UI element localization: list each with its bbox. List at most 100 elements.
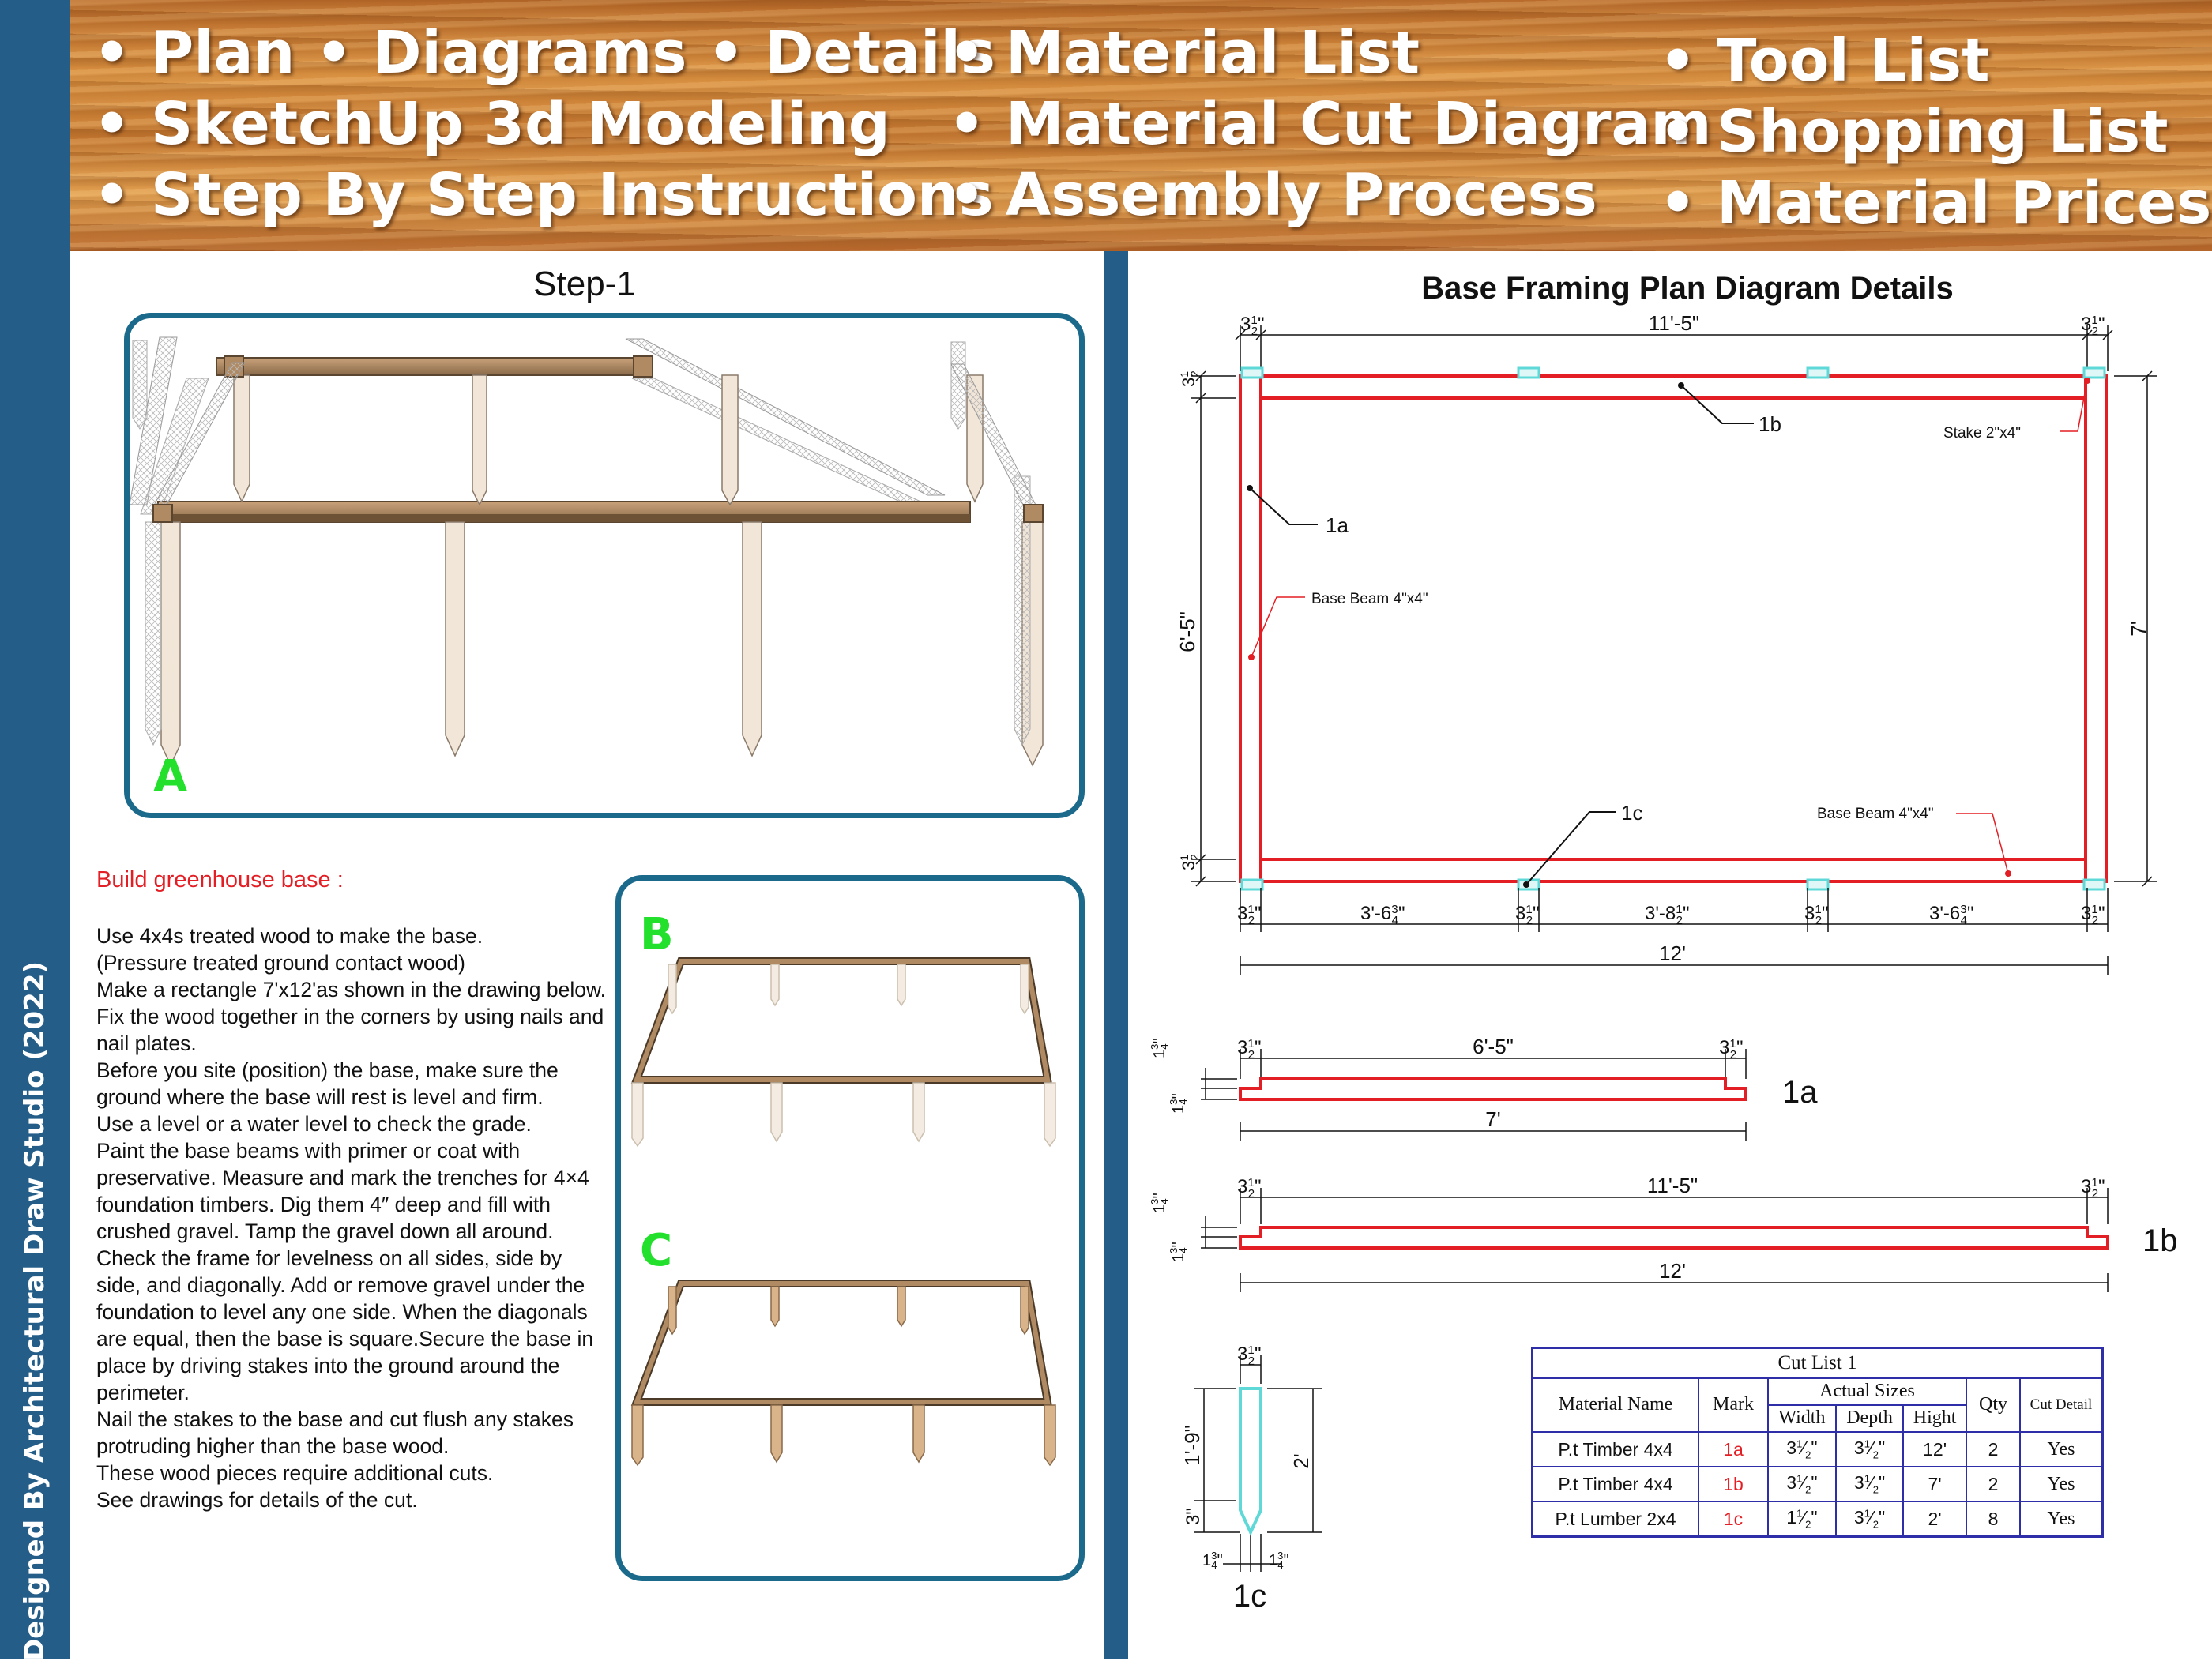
cell-depth: 31⁄2" — [1834, 1501, 1905, 1538]
banner-column-1: • Plan • Diagrams • Details • SketchUp 3… — [93, 17, 995, 231]
instruction-line: (Pressure treated ground contact wood) — [96, 951, 465, 975]
cell-cut-detail: Yes — [2019, 1501, 2104, 1538]
base-frame-outline — [1239, 374, 2108, 883]
banner-item: • Tool List — [1659, 27, 1990, 95]
sidebar: Designed By Architectural Draw Studio (2… — [0, 0, 70, 1661]
base-render-bc — [630, 957, 1056, 1467]
part-1a-shape — [1239, 1077, 1747, 1101]
cut-list-title: Cut List 1 — [1531, 1347, 2104, 1379]
banner-item: • SketchUp 3d Modeling — [93, 90, 890, 158]
instruction-line: Fix the wood together in the corners by … — [96, 1005, 604, 1055]
header-height: Hight — [1902, 1404, 1967, 1433]
instruction-line: Use a level or a water level to check th… — [96, 1112, 532, 1136]
part-1b-tag: 1b — [2142, 1223, 2178, 1258]
step-title: Step-1 — [533, 265, 636, 303]
stake-markers — [1240, 366, 2106, 891]
label-stake: Stake 2"x4" — [1943, 425, 2021, 442]
dim-left-bottom: 312 — [1178, 854, 1201, 870]
cell-height: 12' — [1902, 1430, 1967, 1468]
instruction-line: Paint the base beams with primer or coat… — [96, 1139, 589, 1243]
base-render-c — [630, 1280, 1056, 1467]
cell-cut-detail: Yes — [2019, 1430, 2104, 1468]
cell-qty: 2 — [1966, 1466, 2021, 1503]
banner-item: • Material Cut Diagram — [948, 90, 1712, 158]
cell-depth: 31⁄2" — [1834, 1466, 1905, 1503]
dim-top-mid: 11'-5" — [1649, 311, 1699, 335]
instruction-line: These wood pieces require additional cut… — [96, 1461, 494, 1485]
part-1a-side: 134" — [1168, 1093, 1189, 1114]
cell-mark: 1c — [1698, 1501, 1769, 1538]
header-width: Width — [1767, 1404, 1837, 1433]
instructions-title: Build greenhouse base : — [96, 867, 344, 893]
banner-item: • Material Prices — [1659, 169, 2212, 237]
banner-column-3: • Tool List • Shopping List • Material P… — [1659, 25, 2211, 239]
header-cut-detail: Cut Detail — [2019, 1377, 2104, 1433]
cell-height: 2' — [1902, 1501, 1967, 1538]
part-1a-mid: 6'-5" — [1473, 1035, 1514, 1058]
render-box-a: A — [124, 313, 1085, 818]
instruction-line: Before you site (position) the base, mak… — [96, 1058, 559, 1109]
header-actual-sizes: Actual Sizes — [1767, 1377, 1967, 1406]
designer-credit: Designed By Architectural Draw Studio (2… — [19, 960, 51, 1661]
cell-height: 7' — [1902, 1466, 1967, 1503]
part-1c-right-len: 2' — [1289, 1453, 1313, 1468]
table-row: P.t Timber 4x4 1b 31⁄2" 31⁄2" 7' 2 Yes — [1531, 1466, 2104, 1503]
instruction-line: Make a rectangle 7'x12'as shown in the d… — [96, 978, 607, 1001]
part-1b-side: 134" — [1149, 1193, 1170, 1213]
cell-width: 31⁄2" — [1767, 1430, 1837, 1468]
cut-list-table: Cut List 1 Material Name Mark Actual Siz… — [1531, 1347, 2104, 1538]
part-1a-overall: 7' — [1485, 1107, 1500, 1131]
render-label-b: B — [640, 909, 674, 960]
cell-cut-detail: Yes — [2019, 1466, 2104, 1503]
banner-item: • Step By Step Instructions — [93, 161, 994, 229]
part-1c-tag: 1c — [1233, 1579, 1266, 1614]
part-1a-side: 134" — [1149, 1038, 1170, 1058]
header-mark: Mark — [1698, 1377, 1769, 1433]
table-row: P.t Lumber 2x4 1c 11⁄2" 31⁄2" 2' 8 Yes — [1531, 1501, 2104, 1538]
label-base-beam-right: Base Beam 4"x4" — [1817, 806, 1934, 822]
cell-mark: 1b — [1698, 1466, 1769, 1503]
cell-width: 11⁄2" — [1767, 1501, 1837, 1538]
part-1b-mid: 11'-5" — [1647, 1174, 1698, 1197]
render-label-a: A — [153, 751, 188, 802]
panel-divider — [1104, 251, 1128, 1659]
instruction-line: Check the frame for levelness on all sid… — [96, 1246, 594, 1404]
cell-qty: 2 — [1966, 1430, 2021, 1468]
header-material: Material Name — [1531, 1377, 1699, 1433]
dim-left-mid: 6'-5" — [1176, 611, 1199, 652]
base-render-b — [630, 957, 1056, 1148]
cell-material: P.t Lumber 2x4 — [1531, 1501, 1699, 1538]
part-1b-overall: 12' — [1659, 1259, 1686, 1283]
cell-qty: 8 — [1966, 1501, 2021, 1538]
dim-bottom-overall: 12' — [1659, 941, 1686, 965]
tag-1c: 1c — [1621, 801, 1642, 825]
cell-material: P.t Timber 4x4 — [1531, 1466, 1699, 1503]
instruction-line: Nail the stakes to the base and cut flus… — [96, 1407, 574, 1458]
tag-1a: 1a — [1326, 513, 1349, 537]
banner-item: • Shopping List — [1659, 98, 2169, 166]
banner-item: • Material List — [948, 19, 1420, 87]
part-1c-left-len: 1'-9" — [1180, 1425, 1204, 1466]
table-row: P.t Timber 4x4 1a 31⁄2" 31⁄2" 12' 2 Yes — [1531, 1430, 2104, 1468]
base-render-a — [129, 336, 1044, 767]
header-depth: Depth — [1834, 1404, 1905, 1433]
cell-mark: 1a — [1698, 1430, 1769, 1468]
part-1a-tag: 1a — [1782, 1075, 1818, 1110]
instructions-body: Use 4x4s treated wood to make the base. … — [96, 923, 610, 1513]
banner-column-2: • Material List • Material Cut Diagram •… — [948, 17, 1711, 231]
render-box-bc: B C — [615, 875, 1085, 1581]
